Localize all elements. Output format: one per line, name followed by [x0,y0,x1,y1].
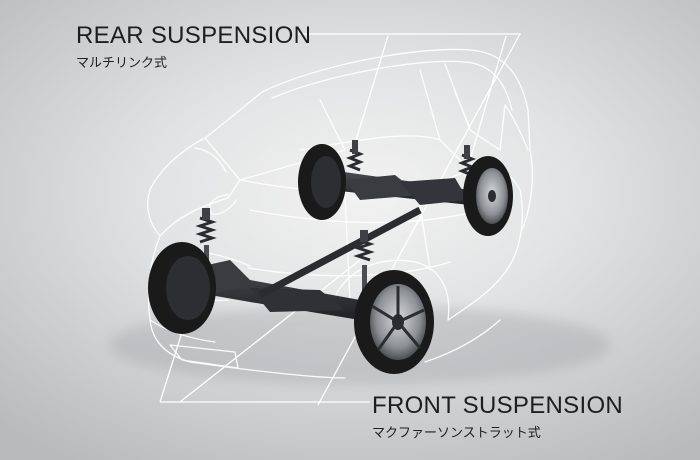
rear-suspension-subtitle: マルチリンク式 [76,56,168,71]
rear-suspension-assembly [298,140,513,236]
front-suspension-subtitle: マクファーソンストラット式 [372,426,541,441]
front-suspension-label: FRONT SUSPENSION マクファーソンストラット式 [372,392,624,441]
rear-suspension-title: REAR SUSPENSION [76,22,312,49]
front-suspension-assembly [148,206,434,374]
front-suspension-title: FRONT SUSPENSION [372,392,624,419]
car-body-wireframe [147,48,534,379]
rear-suspension-label: REAR SUSPENSION マルチリンク式 [76,22,312,71]
